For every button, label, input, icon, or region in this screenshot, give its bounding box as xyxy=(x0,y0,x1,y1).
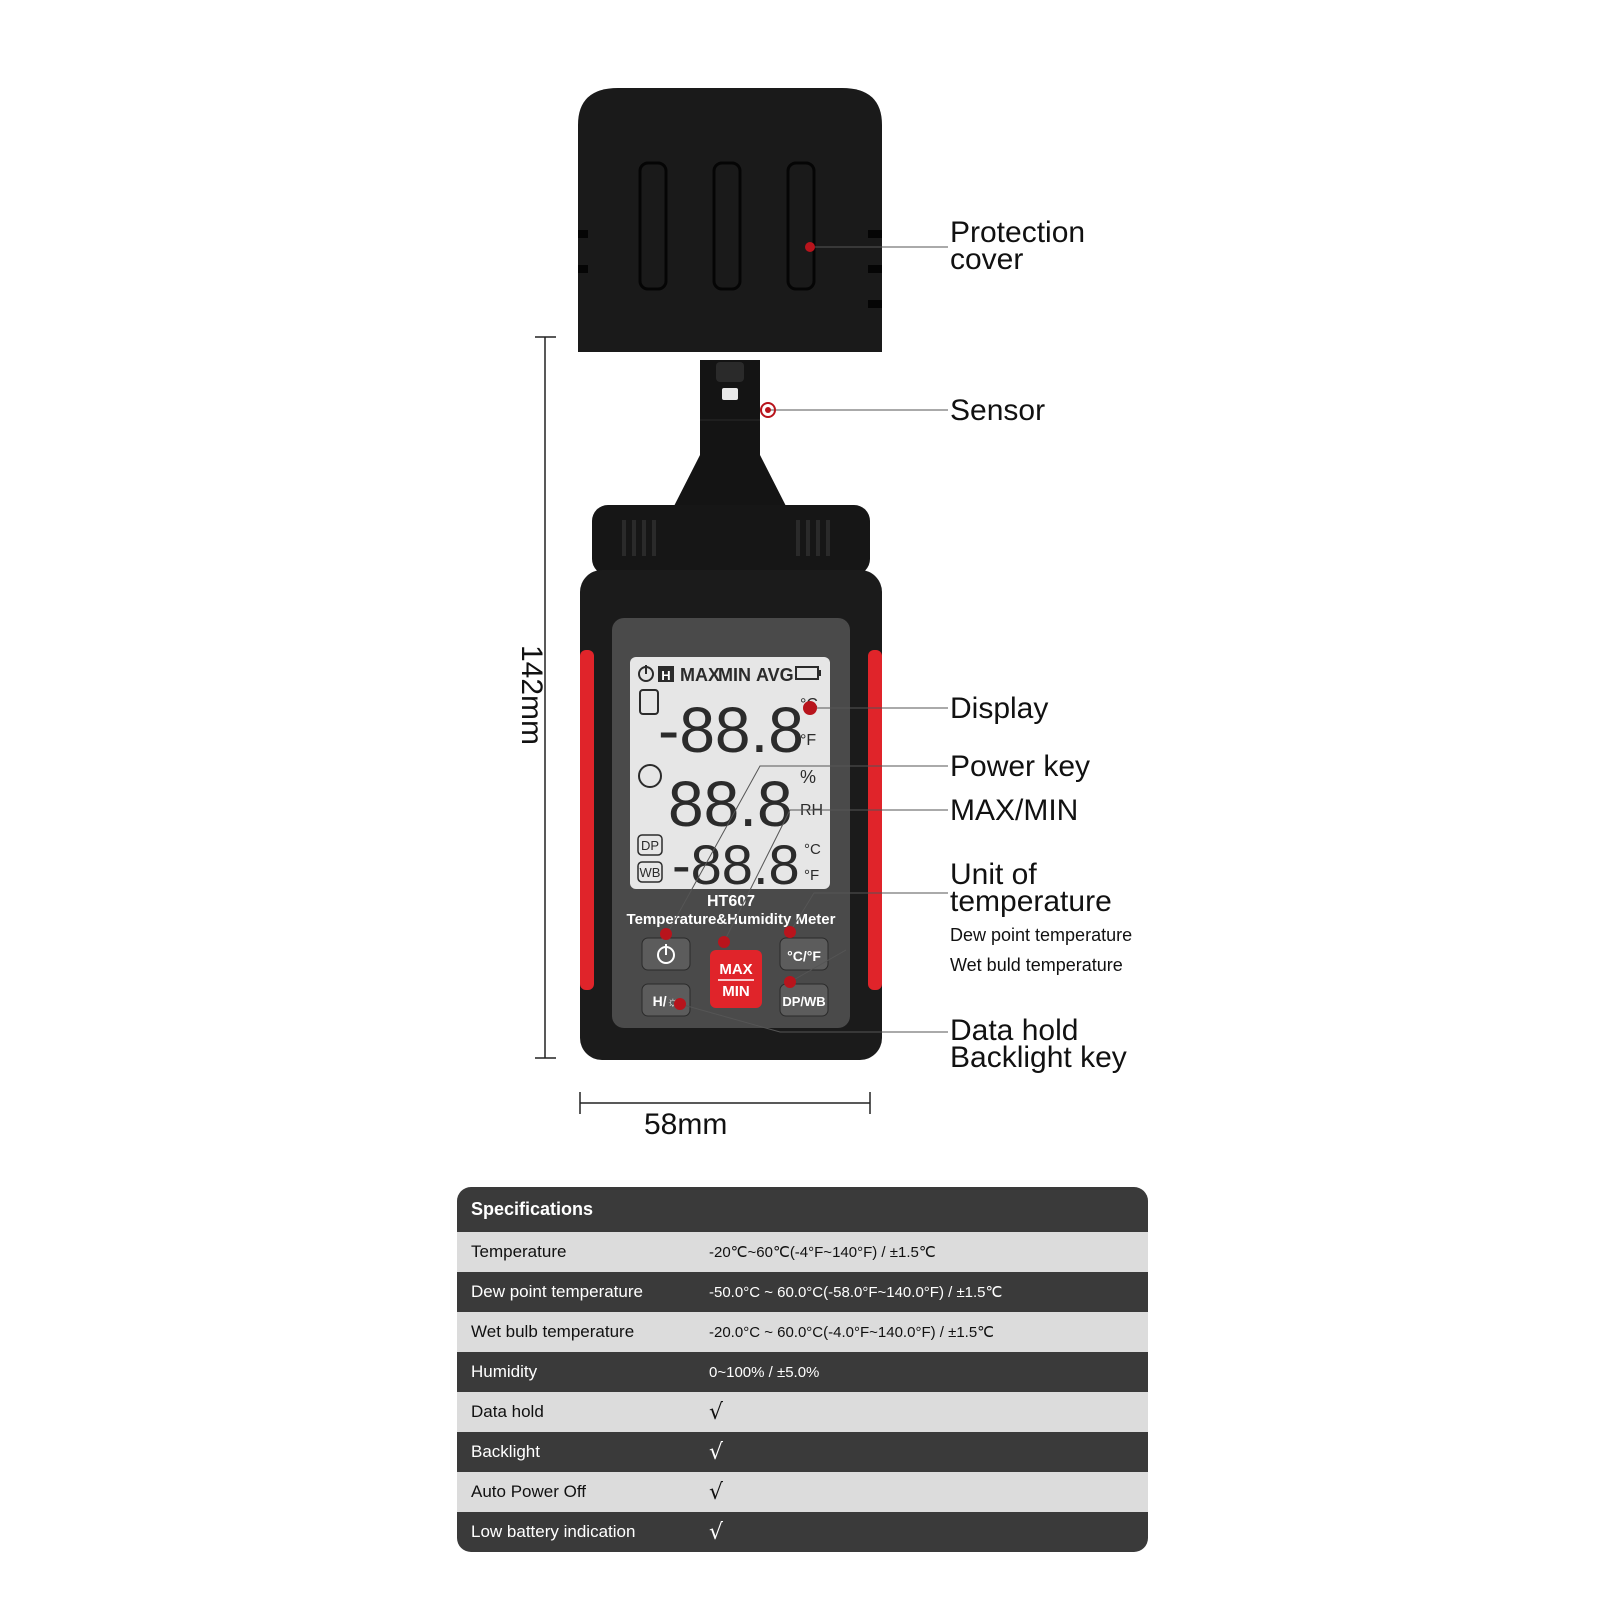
sensor xyxy=(672,360,788,510)
table-row: Low battery indication √ xyxy=(457,1512,1148,1552)
power-button[interactable] xyxy=(641,937,691,971)
callout-wet-bulb: Wet buld temperature xyxy=(950,955,1123,975)
dpwb-button-label: DP/WB xyxy=(782,994,825,1009)
callout-protection-cover-line1: Protection xyxy=(950,216,1086,249)
lcd-dp-wb-reading: -88.8 xyxy=(672,833,800,896)
table-row: Auto Power Off √ xyxy=(457,1472,1148,1512)
lcd-min-indicator: MIN xyxy=(718,665,751,685)
specifications-header: Specifications xyxy=(457,1187,1148,1232)
table-row: Wet bulb temperature -20.0°C ~ 60.0°C(-4… xyxy=(457,1312,1148,1352)
check-icon: √ xyxy=(709,1479,724,1505)
lcd-unit-f: °F xyxy=(800,732,816,749)
model-name: HT607 xyxy=(707,893,755,910)
callout-sensor: Sensor xyxy=(950,394,1046,427)
spec-name: Data hold xyxy=(471,1402,544,1421)
callout-dots xyxy=(660,242,817,1010)
callout-display: Display xyxy=(950,692,1049,725)
spec-name: Auto Power Off xyxy=(471,1482,586,1501)
hold-button-label: H/☼ xyxy=(653,993,680,1009)
dp-wb-button[interactable]: DP/WB xyxy=(779,983,829,1017)
width-dimension-label: 58mm xyxy=(644,1108,728,1141)
callout-unit-line2: temperature xyxy=(950,885,1112,918)
max-button-label: MAX xyxy=(719,961,752,978)
min-button-label: MIN xyxy=(722,983,750,1000)
dimension-lines xyxy=(535,336,871,1114)
callout-data-hold-line2: Backlight key xyxy=(950,1041,1127,1074)
spec-value: -50.0°C ~ 60.0°C(-58.0°F~140.0°F) / ±1.5… xyxy=(709,1284,1003,1301)
callout-unit-of-temperature: Unit of temperature xyxy=(950,858,1112,918)
humidity-drop-icon xyxy=(638,764,662,788)
check-icon: √ xyxy=(709,1399,724,1425)
specifications-table: Specifications Temperature -20℃~60℃(-4°F… xyxy=(457,1187,1148,1552)
unit-button[interactable]: °C/°F xyxy=(779,937,829,971)
spec-name: Humidity xyxy=(471,1362,538,1381)
callout-power-key: Power key xyxy=(950,750,1091,783)
spec-name: Low battery indication xyxy=(471,1522,636,1541)
model-subtitle: Temperature&Humidity Meter xyxy=(627,911,836,928)
lcd-wb-label: WB xyxy=(640,865,661,880)
callout-data-hold-backlight: Data hold Backlight key xyxy=(950,1014,1127,1074)
lcd-unit-f-2: °F xyxy=(804,867,819,884)
spec-value: 0~100% / ±5.0% xyxy=(709,1363,820,1381)
lcd-avg-indicator: AVG xyxy=(756,665,794,685)
check-icon: √ xyxy=(709,1519,724,1545)
check-icon: √ xyxy=(709,1439,724,1465)
lcd-display: H MAX MIN AVG -88.8 °C °F 88.8 % RH DP W… xyxy=(630,657,830,896)
table-row: Data hold √ xyxy=(457,1392,1148,1432)
height-dimension-label: 142mm xyxy=(515,645,548,746)
callout-protection-cover: Protection cover xyxy=(950,216,1086,276)
lcd-humidity-reading: 88.8 xyxy=(668,768,793,840)
callout-data-hold-line1: Data hold xyxy=(950,1014,1079,1047)
unit-button-label: °C/°F xyxy=(787,948,821,964)
table-row: Humidity 0~100% / ±5.0% xyxy=(457,1352,1148,1392)
spec-name: Wet bulb temperature xyxy=(471,1322,635,1341)
callout-protection-cover-line2: cover xyxy=(950,243,1024,276)
max-min-button[interactable]: MAX MIN xyxy=(710,950,762,1008)
leader-lines xyxy=(665,246,948,1033)
lcd-dp-label: DP xyxy=(641,838,659,853)
table-row: Dew point temperature -50.0°C ~ 60.0°C(-… xyxy=(457,1272,1148,1312)
spec-name: Backlight xyxy=(471,1442,540,1461)
table-row: Backlight √ xyxy=(457,1432,1148,1472)
table-row: Temperature -20℃~60℃(-4°F~140°F) / ±1.5℃ xyxy=(457,1232,1148,1272)
spec-name: Dew point temperature xyxy=(471,1282,643,1301)
callout-unit-line1: Unit of xyxy=(950,858,1037,891)
spec-value: -20℃~60℃(-4°F~140°F) / ±1.5℃ xyxy=(709,1244,936,1261)
callout-max-min: MAX/MIN xyxy=(950,794,1079,827)
lcd-temperature-reading: -88.8 xyxy=(658,694,804,766)
spec-value: -20.0°C ~ 60.0°C(-4.0°F~140.0°F) / ±1.5℃ xyxy=(709,1324,995,1341)
lcd-unit-c-2: °C xyxy=(804,841,821,858)
lcd-unit-percent: % xyxy=(800,767,816,787)
callout-dew-point: Dew point temperature xyxy=(950,925,1133,945)
protection-cover xyxy=(578,88,882,352)
thermometer-icon xyxy=(639,689,659,715)
spec-name: Temperature xyxy=(471,1242,567,1261)
lcd-max-indicator: MAX xyxy=(680,665,720,685)
lcd-hold-symbol: H xyxy=(661,668,670,683)
